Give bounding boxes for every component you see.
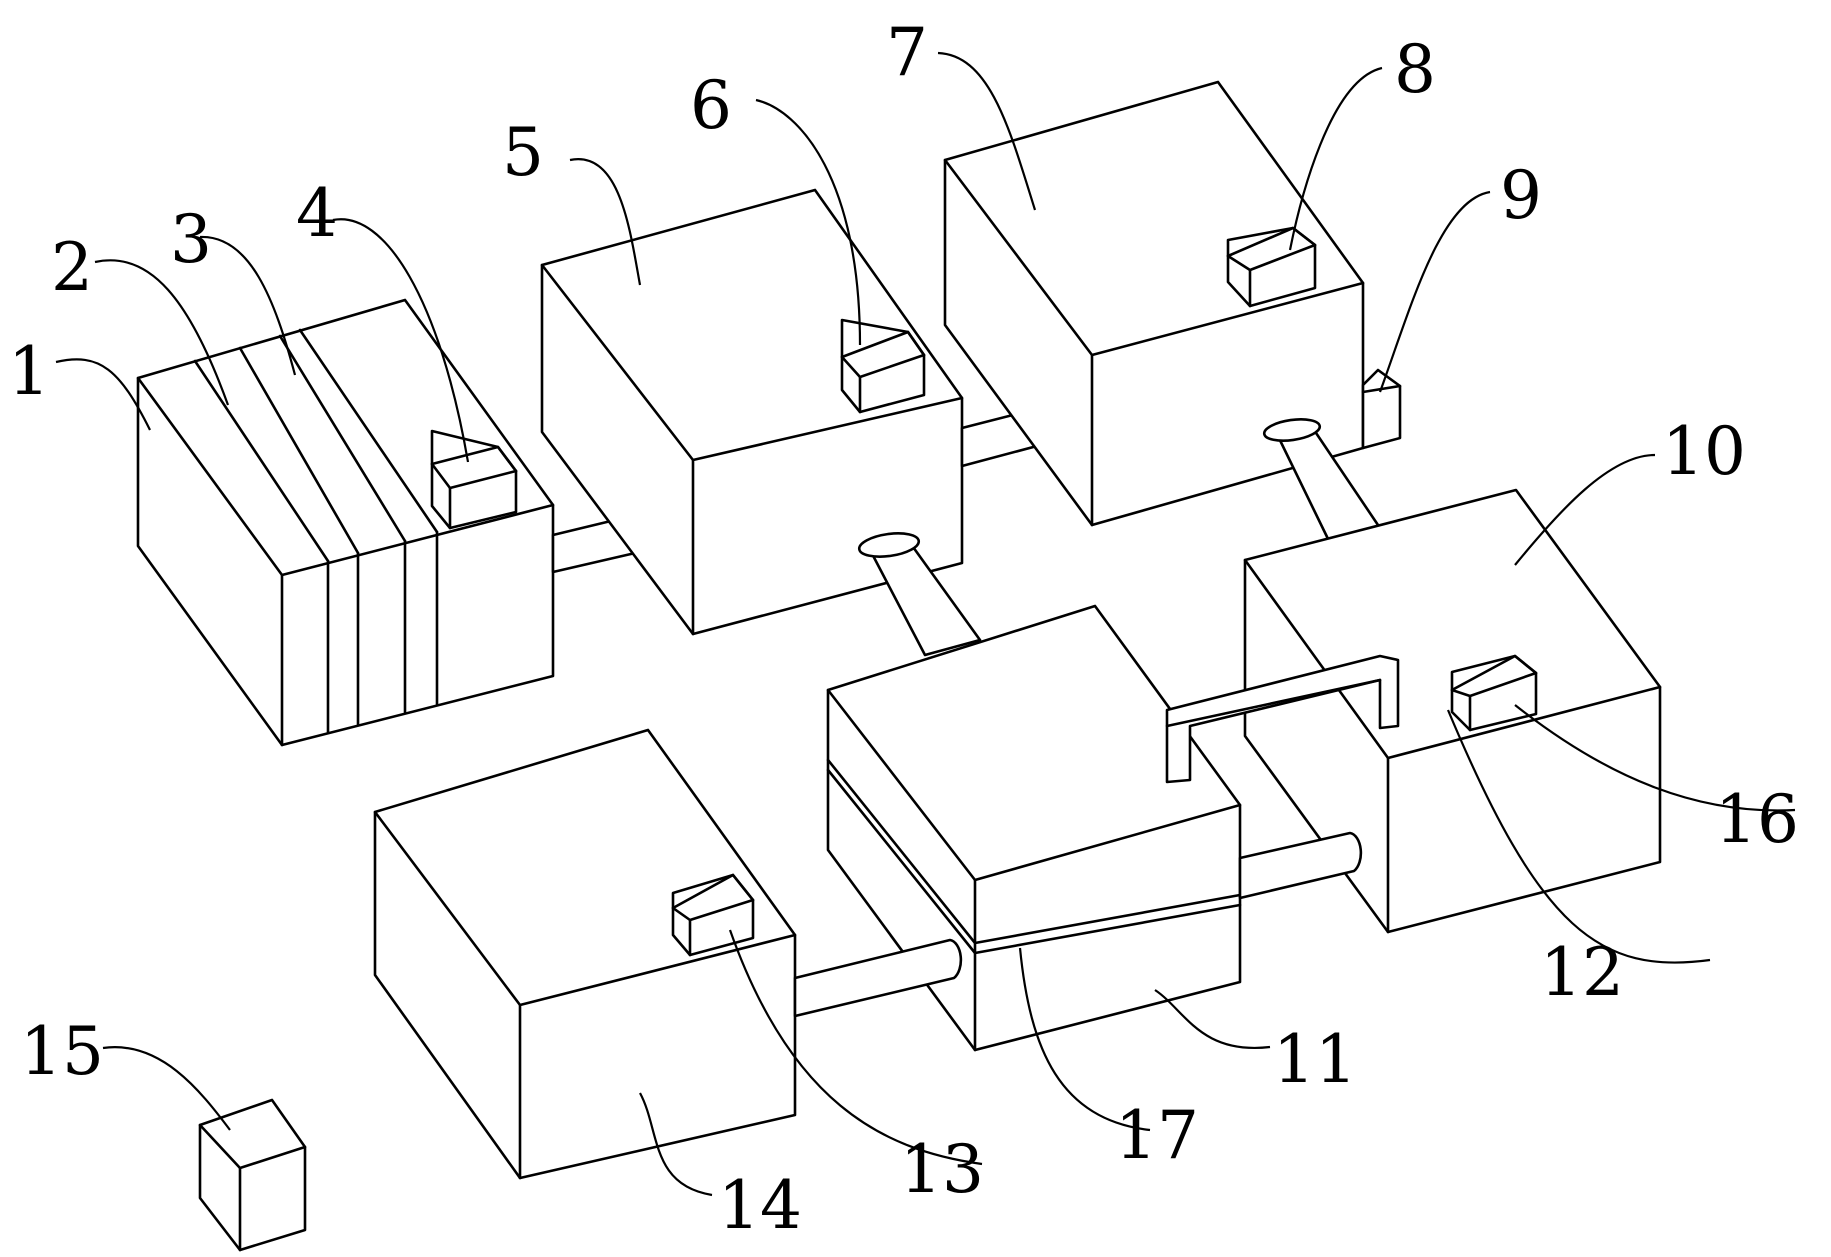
- label-5: 5: [502, 114, 544, 191]
- sensor-8: [1226, 226, 1317, 308]
- label-3: 3: [170, 201, 212, 278]
- label-13: 13: [900, 1131, 984, 1208]
- unit-15: [198, 1098, 307, 1252]
- sensor-9: [1361, 368, 1402, 450]
- unit-11: [826, 604, 1242, 1052]
- label-16: 16: [1715, 781, 1799, 858]
- rod-10-11: [1238, 831, 1363, 900]
- label-8: 8: [1394, 31, 1436, 108]
- label-10: 10: [1662, 413, 1746, 490]
- unit-14: [373, 728, 797, 1180]
- label-4: 4: [296, 175, 338, 252]
- label-2: 2: [51, 229, 93, 306]
- leader-lines: [55, 51, 1796, 1197]
- label-17: 17: [1115, 1097, 1199, 1174]
- label-7: 7: [886, 14, 928, 91]
- label-14: 14: [718, 1167, 802, 1244]
- label-6: 6: [690, 67, 732, 144]
- rod-14-11: [793, 938, 963, 1018]
- labels: 1 2 3 4 5 6 7 8 9 10 16 12 11 17 13 14 1…: [8, 14, 1799, 1244]
- unit-1: [136, 298, 555, 747]
- label-11: 11: [1273, 1021, 1357, 1098]
- pipe-5-11: [857, 532, 982, 657]
- sensor-16: [1450, 654, 1538, 732]
- label-1: 1: [8, 333, 50, 410]
- unit-5: [540, 188, 964, 636]
- sensor-4: [430, 429, 518, 530]
- label-12: 12: [1540, 934, 1624, 1011]
- label-9: 9: [1500, 157, 1542, 234]
- bracket-12: [1165, 654, 1400, 784]
- sensor-13: [671, 873, 755, 957]
- sensor-6: [840, 318, 926, 414]
- label-15: 15: [20, 1013, 104, 1090]
